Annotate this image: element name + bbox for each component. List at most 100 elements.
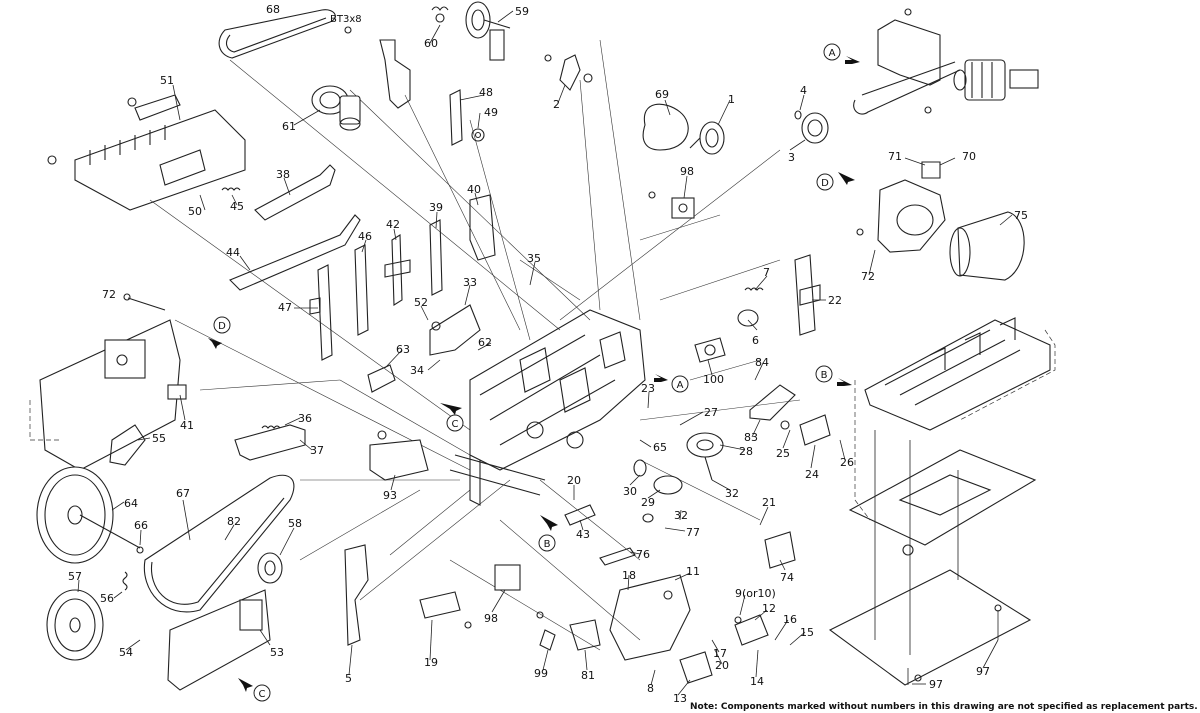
callout: 93 [383,489,397,502]
ref-marker-a-mid: A [671,375,689,393]
callout: 18 [622,569,636,582]
callout: 27 [704,406,718,419]
belt-68 [218,9,336,59]
callout: 29 [641,496,655,509]
callout: 46 [358,230,372,243]
arrow-c-mid [440,403,462,415]
arrow-c-bottom [238,678,253,692]
callout: 45 [230,200,244,213]
callout: 75 [1014,209,1028,222]
arrow-d-right [838,172,855,185]
callout: 60 [424,37,438,50]
arrow-d-left [208,338,222,349]
callout: 14 [750,675,764,688]
callout: 19 [424,656,438,669]
callout: 98 [680,165,694,178]
ref-marker-label: B [821,370,828,381]
callout: 5 [345,672,352,685]
part-callouts: 68 BT3x8 60 59 2 69 1 4 3 71 70 51 61 48… [68,3,1028,705]
callout: 57 [68,570,82,583]
chassis-51 [47,94,246,211]
callout: 84 [755,356,769,369]
bracket-53 [167,589,271,691]
callout: 20 [715,659,729,672]
footnote: Note: Components marked without numbers … [690,702,1198,712]
callout: 37 [310,444,324,457]
ref-marker-label: A [677,380,684,391]
flywheel-64 [36,466,144,564]
ref-marker-a-top: A [823,43,841,61]
callout: 23 [641,382,655,395]
bracket-74 [764,531,796,569]
callout: 32 [674,509,688,522]
flywheel-59 [465,1,511,61]
callout: 55 [152,432,166,445]
callout: 72 [102,288,116,301]
ref-marker-d-right: D [816,173,834,191]
spring-45 [221,187,241,191]
callout: 50 [188,205,202,218]
lever-46 [354,244,369,336]
callout: 81 [581,669,595,682]
callout: 25 [776,447,790,460]
callout: 70 [962,150,976,163]
callout: 59 [515,5,529,18]
callout: 74 [780,571,794,584]
callout: 49 [484,106,498,119]
belt-67 [143,474,295,613]
lever-55 [109,424,146,466]
screw-label: BT3x8 [330,14,362,25]
lever-83 [749,384,796,421]
callout: 71 [888,150,902,163]
gear-57 [46,589,104,661]
bracket-98-top [648,191,695,219]
callout: 68 [266,3,280,16]
ref-marker-b-mid: B [538,534,556,552]
spring-7-parts-6 [737,287,764,327]
callout: 56 [100,592,114,605]
callout: 35 [527,252,541,265]
callout: 48 [479,86,493,99]
direction-arrows [208,56,860,692]
belt-69 [642,103,689,151]
callout: 41 [180,419,194,432]
callout: 67 [176,487,190,500]
callout: 12 [762,602,776,615]
upper-frame-b [864,317,1051,431]
callout: 1 [728,93,735,106]
lever-42 [384,234,411,306]
slider-38 [254,164,336,221]
lever-5 [344,544,369,646]
pulley-58 [257,552,283,584]
main-chassis [449,309,646,506]
callout: 2 [553,98,560,111]
callout: 44 [226,246,240,259]
motor-assembly-a [853,8,1039,115]
callout: 4 [800,84,807,97]
lever-76 [599,547,636,566]
arrow-a-mid [654,374,668,382]
callout: 51 [160,74,174,87]
callout: 7 [763,266,770,279]
callout: 33 [463,276,477,289]
callout: 39 [429,201,443,214]
callout: 69 [655,88,669,101]
callout: 76 [636,548,650,561]
callout: 6 [752,334,759,347]
callout: 3 [788,151,795,164]
callout: 97 [976,665,990,678]
callout: 65 [653,441,667,454]
guide-lines [149,39,801,651]
callout: 11 [686,565,700,578]
arm-43 [564,504,596,526]
clutch-100 [694,337,726,363]
ref-marker-label: D [821,178,829,189]
slider-37-36 [234,424,306,461]
callout: 99 [534,667,548,680]
gear-3 [794,110,829,144]
callout: 100 [703,373,724,386]
motor-75 [856,161,1025,281]
callout: 26 [840,456,854,469]
reel-assembly-28 [686,432,724,481]
lever-2 [544,54,593,91]
